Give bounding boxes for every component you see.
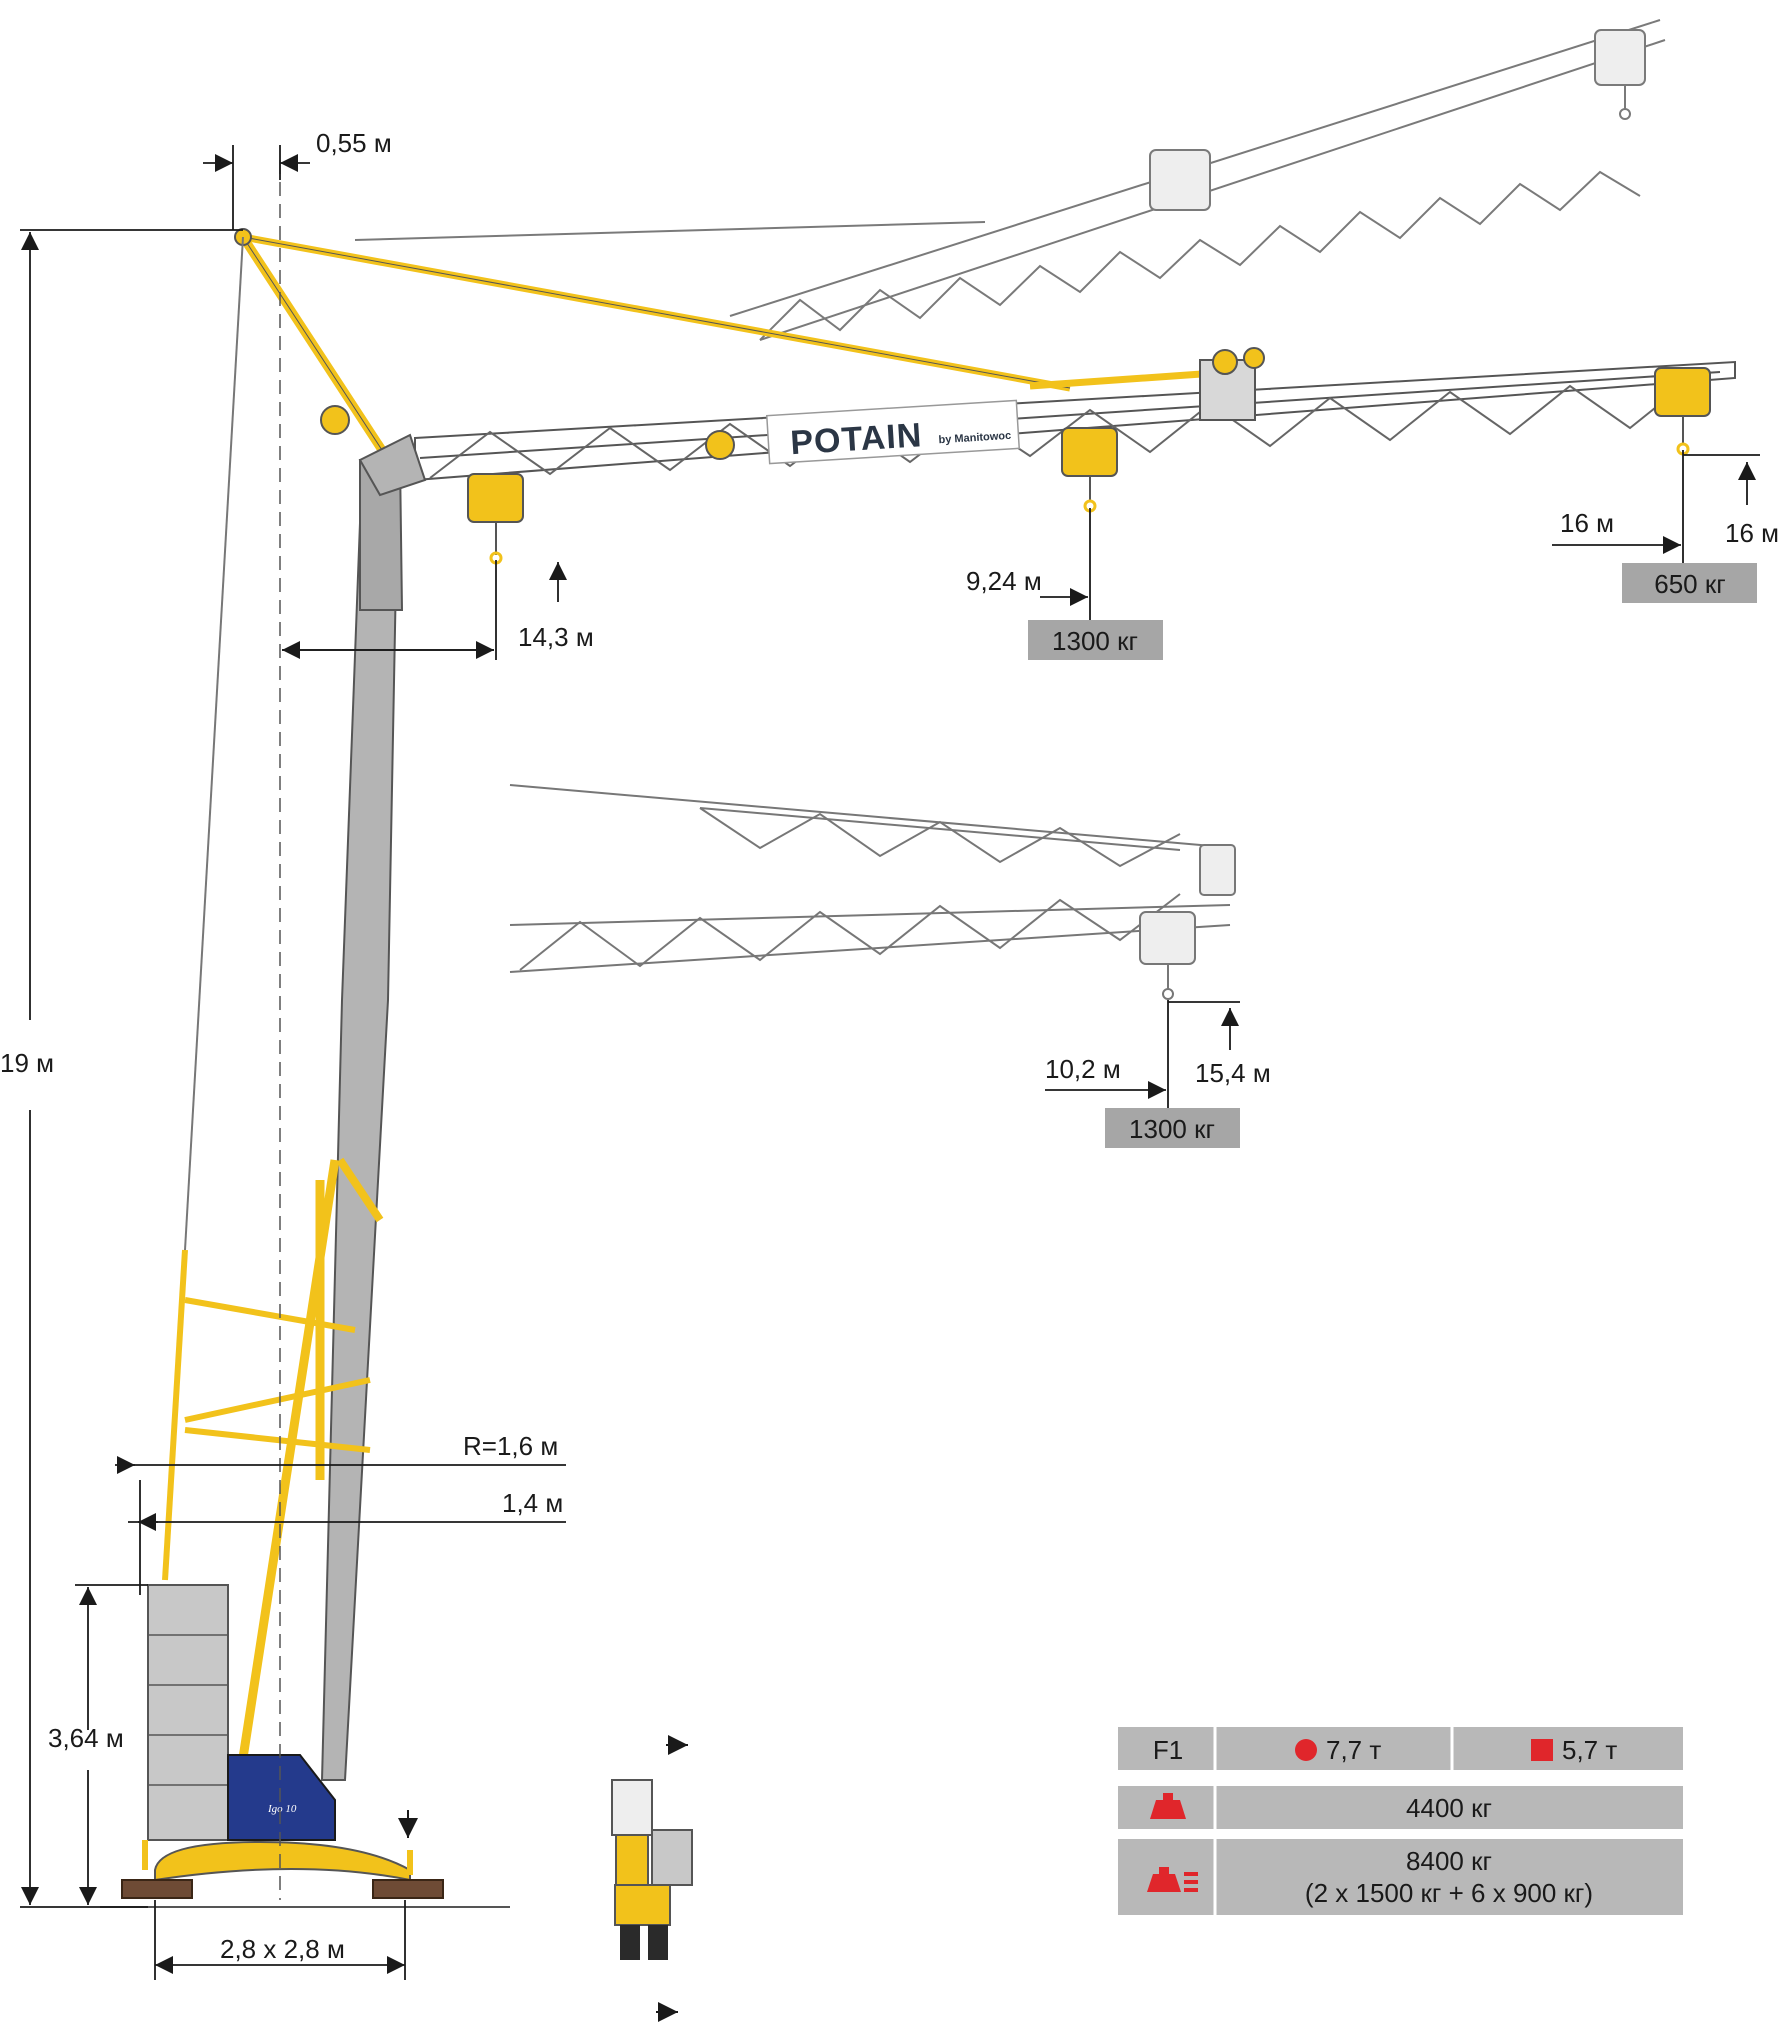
total-height-label: 19 м bbox=[0, 1048, 54, 1078]
folded-height-label: 15,4 м bbox=[1195, 1058, 1271, 1088]
dimension-lines bbox=[20, 145, 1760, 1980]
jib3-radius-label: 16 м bbox=[1560, 508, 1614, 538]
ballast-breakdown: (2 x 1500 кг + 6 x 900 кг) bbox=[1305, 1878, 1593, 1908]
folded-jib bbox=[509, 784, 1236, 1000]
load-box-folded: 1300 кг bbox=[1105, 1108, 1240, 1148]
base-model-label: Igo 10 bbox=[267, 1803, 297, 1815]
manitowoc-logo: by Manitowoc bbox=[938, 430, 1011, 446]
round-mast-value: 7,7 т bbox=[1326, 1735, 1381, 1765]
weight-icon bbox=[1150, 1793, 1186, 1819]
folded-load-label: 1300 кг bbox=[1129, 1114, 1215, 1144]
jib1-radius-label: 14,3 м bbox=[518, 622, 594, 652]
jib2-radius-label: 9,24 м bbox=[966, 566, 1042, 596]
jib2-load-label: 1300 кг bbox=[1052, 626, 1138, 656]
support-struts bbox=[162, 236, 384, 1811]
f1-label: F1 bbox=[1153, 1735, 1183, 1765]
jib3-load-label: 650 кг bbox=[1654, 569, 1725, 599]
slew-radius-label: R=1,6 м bbox=[463, 1431, 558, 1461]
red-circle-icon bbox=[1295, 1739, 1317, 1761]
ballast-height-label: 3,64 м bbox=[48, 1723, 124, 1753]
ballast-stack-icon bbox=[1147, 1867, 1198, 1892]
trolley-2 bbox=[1061, 427, 1118, 513]
tail-radius-label: 1,4 м bbox=[502, 1488, 563, 1518]
weight-value: 4400 кг bbox=[1406, 1793, 1492, 1823]
transport-view bbox=[611, 1735, 693, 2022]
ballast-value: 8400 кг bbox=[1406, 1846, 1492, 1876]
potain-logo: POTAIN bbox=[789, 416, 923, 462]
red-square-icon bbox=[1531, 1739, 1553, 1761]
trolley-1 bbox=[467, 473, 524, 565]
ballast-and-base: Igo 10 bbox=[100, 1584, 510, 1908]
folded-radius-label: 10,2 м bbox=[1045, 1054, 1121, 1084]
main-jib: POTAIN by Manitowoc bbox=[414, 360, 1736, 482]
spec-table: F1 7,7 т 5,7 т 4400 кг 8400 кг (2 x 1500… bbox=[1118, 1727, 1683, 1915]
load-box-jib3: 650 кг bbox=[1622, 563, 1757, 603]
square-mast-value: 5,7 т bbox=[1562, 1735, 1617, 1765]
raised-jib-ghost bbox=[354, 19, 1666, 341]
load-box-jib2: 1300 кг bbox=[1028, 620, 1163, 660]
head-and-ties bbox=[234, 228, 1265, 497]
base-size-label: 2,8 x 2,8 м bbox=[220, 1934, 345, 1964]
mast-offset-label: 0,55 м bbox=[316, 128, 392, 158]
mast bbox=[320, 459, 404, 1781]
jib3-height-label: 16 м bbox=[1725, 518, 1779, 548]
trolley-3 bbox=[1654, 367, 1711, 456]
